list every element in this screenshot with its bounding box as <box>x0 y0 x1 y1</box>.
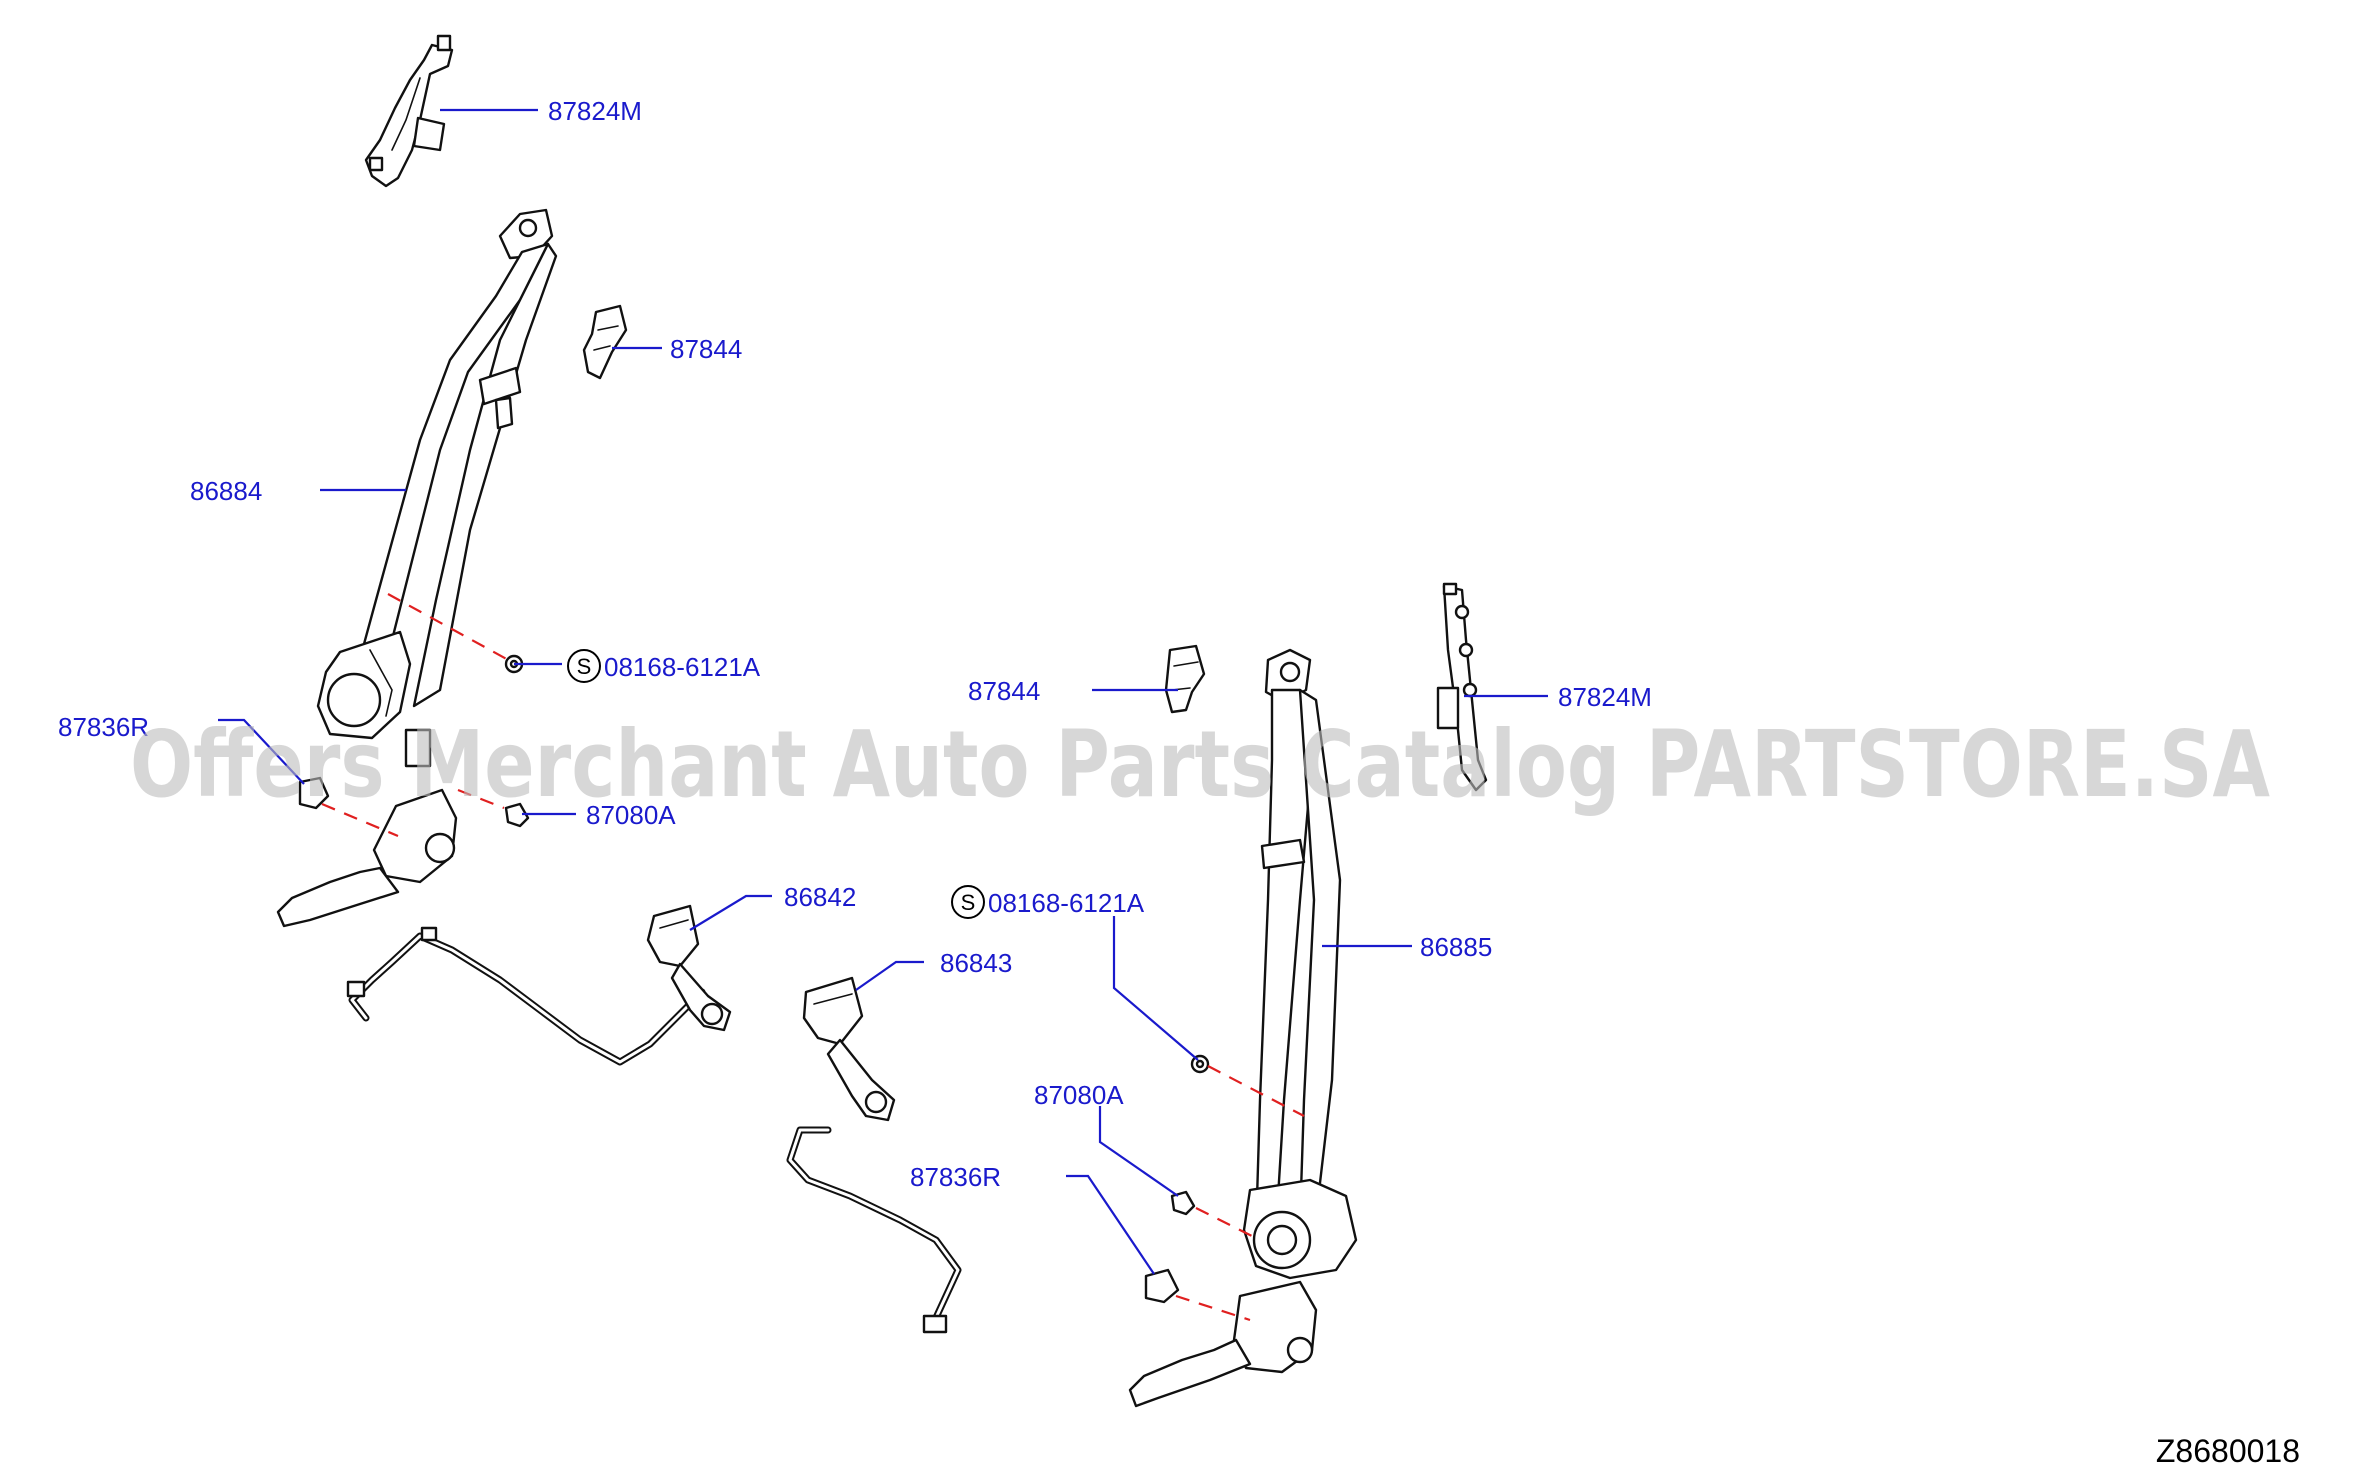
label-86843[interactable]: 86843 <box>940 948 1012 978</box>
height-adjuster-left <box>364 34 454 188</box>
cover-clip-right <box>1144 1268 1180 1304</box>
label-87080a-right[interactable]: 87080A <box>1034 1080 1124 1110</box>
label-87824m-right[interactable]: 87824M <box>1558 682 1652 712</box>
leader-87080a-right <box>1098 1106 1179 1197</box>
label-87824m-left[interactable]: 87824M <box>548 96 642 126</box>
label-86842[interactable]: 86842 <box>784 882 856 912</box>
height-adjuster-right <box>1436 582 1488 792</box>
leader-86842 <box>689 894 772 931</box>
standard-part-marker-left <box>567 649 601 683</box>
assembly-line-right-1 <box>1207 1065 1305 1117</box>
assembly-line-left-3 <box>321 802 399 838</box>
leader-86843 <box>855 960 924 991</box>
bolt-right <box>1190 1054 1210 1074</box>
assembly-line-right-2 <box>1195 1207 1253 1237</box>
standard-part-marker-right <box>951 885 985 919</box>
seat-belt-front-right <box>1128 648 1358 1408</box>
diagram-code: Z8680018 <box>2156 1433 2300 1469</box>
buckle-86842 <box>346 904 732 1066</box>
leader-87836r-left <box>218 718 305 785</box>
cover-clip-left <box>298 776 330 810</box>
watermark: Offers Merchant Auto Parts Catalog PARTS… <box>130 711 2270 818</box>
assembly-line-right-3 <box>1175 1294 1251 1322</box>
label-86885[interactable]: 86885 <box>1420 932 1492 962</box>
standard-marker-text-left: S <box>577 654 592 679</box>
label-87844-right[interactable]: 87844 <box>968 676 1040 706</box>
buckle-86843 <box>786 976 962 1334</box>
leader-08168-right <box>1112 916 1199 1061</box>
anchor-bolt-right <box>1170 1190 1196 1216</box>
label-87836r-left[interactable]: 87836R <box>58 712 149 742</box>
belt-guide-clip-left <box>582 304 628 380</box>
anchor-bolt-left <box>504 802 530 828</box>
label-86884[interactable]: 86884 <box>190 476 262 506</box>
standard-marker-text-right: S <box>961 890 976 915</box>
assembly-line-left-2 <box>457 788 505 810</box>
label-08168-6121a-left[interactable]: 08168-6121A <box>604 652 761 682</box>
label-87836r-right[interactable]: 87836R <box>910 1162 1001 1192</box>
belt-guide-clip-right <box>1164 644 1206 714</box>
leader-87836r-right <box>1066 1174 1155 1275</box>
label-08168-6121a-right[interactable]: 08168-6121A <box>988 888 1145 918</box>
label-87844-left[interactable]: 87844 <box>670 334 742 364</box>
label-87080a-left[interactable]: 87080A <box>586 800 676 830</box>
seat-belt-front-left <box>276 208 558 928</box>
